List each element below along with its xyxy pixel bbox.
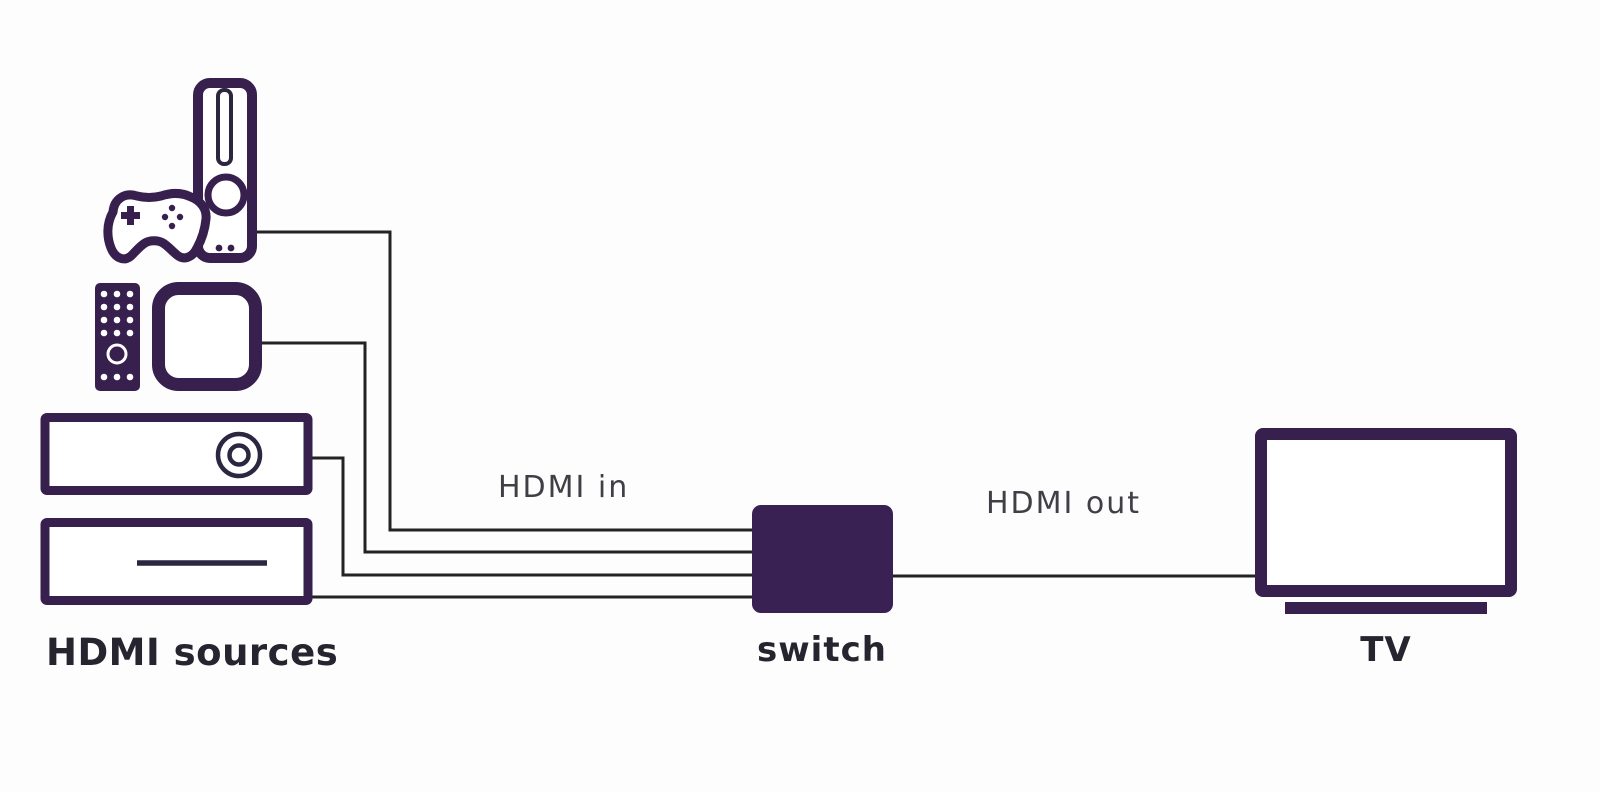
gamepad-button [168, 222, 176, 230]
remote-keypad-dots [100, 290, 134, 337]
streaming-box-body [152, 282, 262, 391]
console-body [193, 78, 257, 263]
console-led-dot [215, 244, 223, 252]
switch-label: switch [757, 630, 887, 670]
hdmi-out-label: HDMI out [986, 486, 1142, 521]
wire-streamer-to-switch [262, 341, 752, 554]
streaming-box-icon [152, 282, 262, 391]
media-box-icon [40, 518, 313, 605]
tv-icon [1255, 428, 1517, 614]
hdmi-sources-label: HDMI sources [46, 631, 339, 674]
game-console-icon [193, 78, 257, 263]
hdmi-in-label: HDMI in [498, 470, 630, 505]
console-disc-button [204, 173, 248, 217]
gamepad-button [168, 204, 176, 212]
tv-stand [1285, 602, 1487, 614]
gamepad-body [103, 189, 211, 264]
switch-box [752, 505, 893, 613]
tv-label: TV [1360, 630, 1412, 670]
disc-inner-ring [227, 443, 251, 467]
wire-discplayer-to-switch [312, 456, 752, 577]
hdmi-wires [257, 230, 1256, 599]
gamepad-dpad [121, 206, 140, 225]
gamepad-button [176, 213, 184, 221]
wire-console-to-switch [257, 230, 752, 532]
remote-control-icon [95, 283, 140, 391]
remote-bottom-dots [100, 373, 134, 381]
disc-player-icon [40, 413, 313, 495]
tv-screen [1255, 428, 1517, 597]
remote-ok-ring [106, 343, 128, 365]
disc-outer-ring [215, 431, 263, 479]
console-led-dot [227, 244, 235, 252]
gamepad-icon [103, 189, 211, 264]
switch-body [752, 505, 893, 613]
gamepad-button [161, 213, 169, 221]
console-vent-slot [216, 88, 233, 166]
disc-player-body [40, 413, 313, 495]
